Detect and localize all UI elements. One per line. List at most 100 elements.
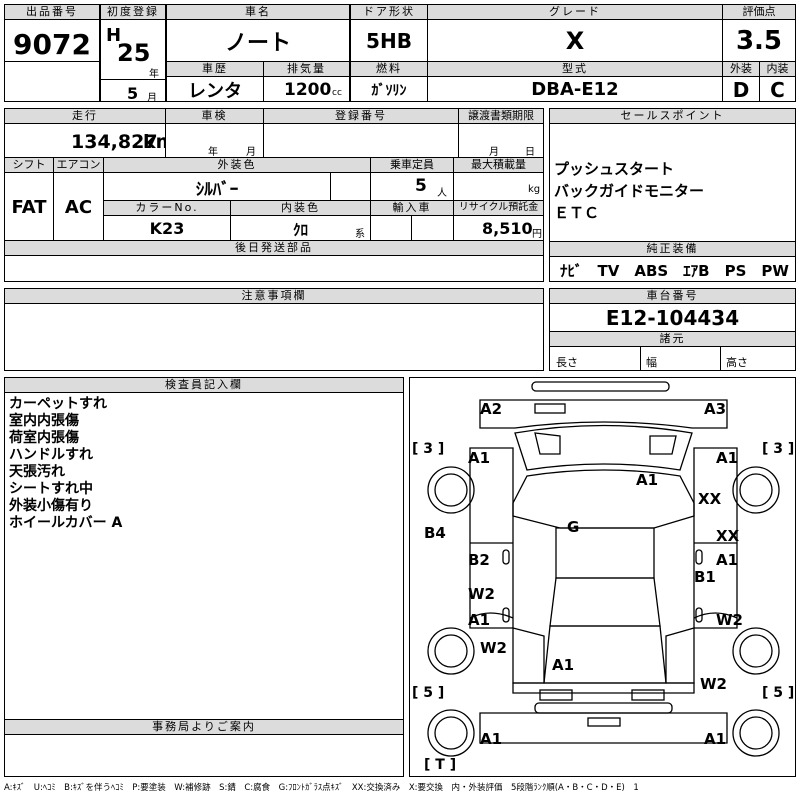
damage-mark: G <box>567 518 580 536</box>
inspection-year-unit: 年 <box>208 147 218 158</box>
tread-bracket: [ T ] <box>424 757 457 773</box>
damage-mark: B2 <box>468 551 490 569</box>
mileage-cell: 走行 134,827 km <box>4 108 166 158</box>
seats-label: 乗車定員 <box>371 158 453 173</box>
damage-mark: XX <box>698 490 722 508</box>
lot-number-value: 9072 <box>13 28 91 61</box>
grade-cell: グレード X <box>427 4 723 62</box>
inspection-month-unit: 月 <box>246 147 256 158</box>
damage-mark: A1 <box>552 656 575 674</box>
color-number-label: カラーNo. <box>104 201 230 216</box>
fuel-value: ｶﾞｿﾘﾝ <box>371 82 407 99</box>
shift-cell: シフト FAT <box>4 157 54 241</box>
genuine-equipment-value: ﾅﾋﾞ TV ABS ｴｱB PS PW <box>560 262 789 280</box>
score-label: 評価点 <box>723 5 795 20</box>
exterior-color-label: 外装色 <box>104 158 370 173</box>
year-value: 25 <box>117 39 151 67</box>
aircon-value: AC <box>64 196 93 218</box>
registration-number-cell: 登録番号 <box>263 108 459 158</box>
shift-label: シフト <box>5 158 53 173</box>
interior-grade-cell: 内装 C <box>759 61 796 102</box>
damage-mark: W2 <box>480 639 507 657</box>
damage-mark: A1 <box>716 449 739 467</box>
color-number-cell: カラーNo. K23 <box>103 200 231 241</box>
history-cell: 車歴 レンタ <box>166 61 264 102</box>
inspector-note-line: 天張汚れ <box>9 464 65 480</box>
inspection-cell: 車検 年 月 <box>165 108 264 158</box>
office-notice-cell: 事務局よりご案内 <box>4 719 404 777</box>
inspector-note-line: ハンドルすれ <box>9 447 93 463</box>
model-value: DBA-E12 <box>531 79 619 100</box>
history-label: 車歴 <box>167 62 263 77</box>
spec-cell: 諸元 長さ 幅 高さ <box>549 331 796 371</box>
exterior-grade-label: 外装 <box>723 62 759 77</box>
damage-mark: W2 <box>716 611 743 629</box>
sales-item: ＥＴＣ <box>554 204 600 222</box>
transfer-day-unit: 日 <box>525 147 535 158</box>
damage-mark: A2 <box>480 400 503 418</box>
later-parts-cell: 後日発送部品 <box>4 240 544 282</box>
import-cell: 輸入車 <box>370 200 454 241</box>
era-value: H <box>106 25 122 46</box>
tread-bracket: [ 5 ] <box>762 685 795 701</box>
spec-label: 諸元 <box>550 332 795 347</box>
sales-point-label: セールスポイント <box>550 109 795 124</box>
color-number-value: K23 <box>149 219 185 238</box>
interior-grade-label: 内装 <box>760 62 795 77</box>
exterior-grade-cell: 外装 D <box>722 61 760 102</box>
tread-bracket: [ 3 ] <box>412 441 445 457</box>
inspector-notes-label: 検査員記入欄 <box>5 378 403 393</box>
interior-color-label: 内装色 <box>231 201 370 216</box>
inspector-note-line: ホイールカバー A <box>9 515 123 531</box>
damage-mark: A1 <box>468 449 491 467</box>
history-value: レンタ <box>188 80 242 102</box>
recycle-fee-label: リサイクル預託金 <box>454 201 543 216</box>
max-load-unit: kg <box>528 184 541 195</box>
damage-mark: A1 <box>636 471 659 489</box>
displacement-value: 1200 <box>284 80 332 100</box>
door-type-cell: ドア形状 5HB <box>350 4 428 62</box>
month-value: 5 <box>127 84 139 102</box>
tread-bracket: [ 5 ] <box>412 685 445 701</box>
inspector-note-line: 室内内張傷 <box>9 413 79 429</box>
mileage-value: 134,827 <box>71 131 158 153</box>
score-cell: 評価点 3.5 <box>722 4 796 62</box>
damage-mark: A1 <box>716 551 739 569</box>
mileage-unit: km <box>143 131 165 153</box>
door-type-value: 5HB <box>366 29 412 53</box>
inspection-label: 車検 <box>166 109 263 124</box>
inspector-note-line: 荷室内張傷 <box>9 430 79 446</box>
sales-item: プッシュスタート <box>554 160 675 178</box>
notes-cell: 注意事項欄 <box>4 288 544 371</box>
lot-number-label: 出品番号 <box>5 5 99 20</box>
interior-color-unit: 系 <box>355 229 365 240</box>
seats-unit: 人 <box>437 188 447 199</box>
sales-point-cell: セールスポイント プッシュスタート バックガイドモニター ＥＴＣ <box>549 108 796 242</box>
damage-mark: B1 <box>694 568 716 586</box>
width-label: 幅 <box>646 356 657 369</box>
legend-text: A:ｷｽﾞ U:ﾍｺﾐ B:ｷｽﾞを伴うﾍｺﾐ P:要塗装 W:補修跡 S:錆 … <box>4 783 639 793</box>
genuine-equipment-label: 純正装備 <box>550 242 795 257</box>
first-registration-cell: 初度登録 H 25 年 5 月 <box>100 4 166 102</box>
lot-number-cell: 出品番号 9072 <box>4 4 100 102</box>
damage-mark: XX <box>716 527 740 545</box>
import-label: 輸入車 <box>371 201 453 216</box>
exterior-color-value: ｼﾙﾊﾞｰ <box>195 179 239 200</box>
damage-mark: W2 <box>468 585 495 603</box>
car-name-value: ノート <box>224 31 291 56</box>
sales-item: バックガイドモニター <box>554 182 705 200</box>
month-unit: 月 <box>147 93 157 102</box>
transfer-deadline-cell: 譲渡書類期限 月 日 <box>458 108 544 158</box>
exterior-grade-value: D <box>732 77 750 102</box>
later-parts-label: 後日発送部品 <box>5 241 543 256</box>
damage-mark: A1 <box>704 730 727 748</box>
shift-value: FAT <box>11 196 47 218</box>
displacement-label: 排気量 <box>264 62 349 77</box>
car-name-label: 車名 <box>167 5 349 20</box>
model-label: 型式 <box>428 62 722 77</box>
damage-mark: A1 <box>480 730 503 748</box>
fuel-cell: 燃料 ｶﾞｿﾘﾝ <box>350 61 428 102</box>
genuine-equipment-cell: 純正装備 ﾅﾋﾞ TV ABS ｴｱB PS PW <box>549 241 796 282</box>
chassis-number-label: 車台番号 <box>550 289 795 304</box>
damage-mark: A3 <box>704 400 727 418</box>
